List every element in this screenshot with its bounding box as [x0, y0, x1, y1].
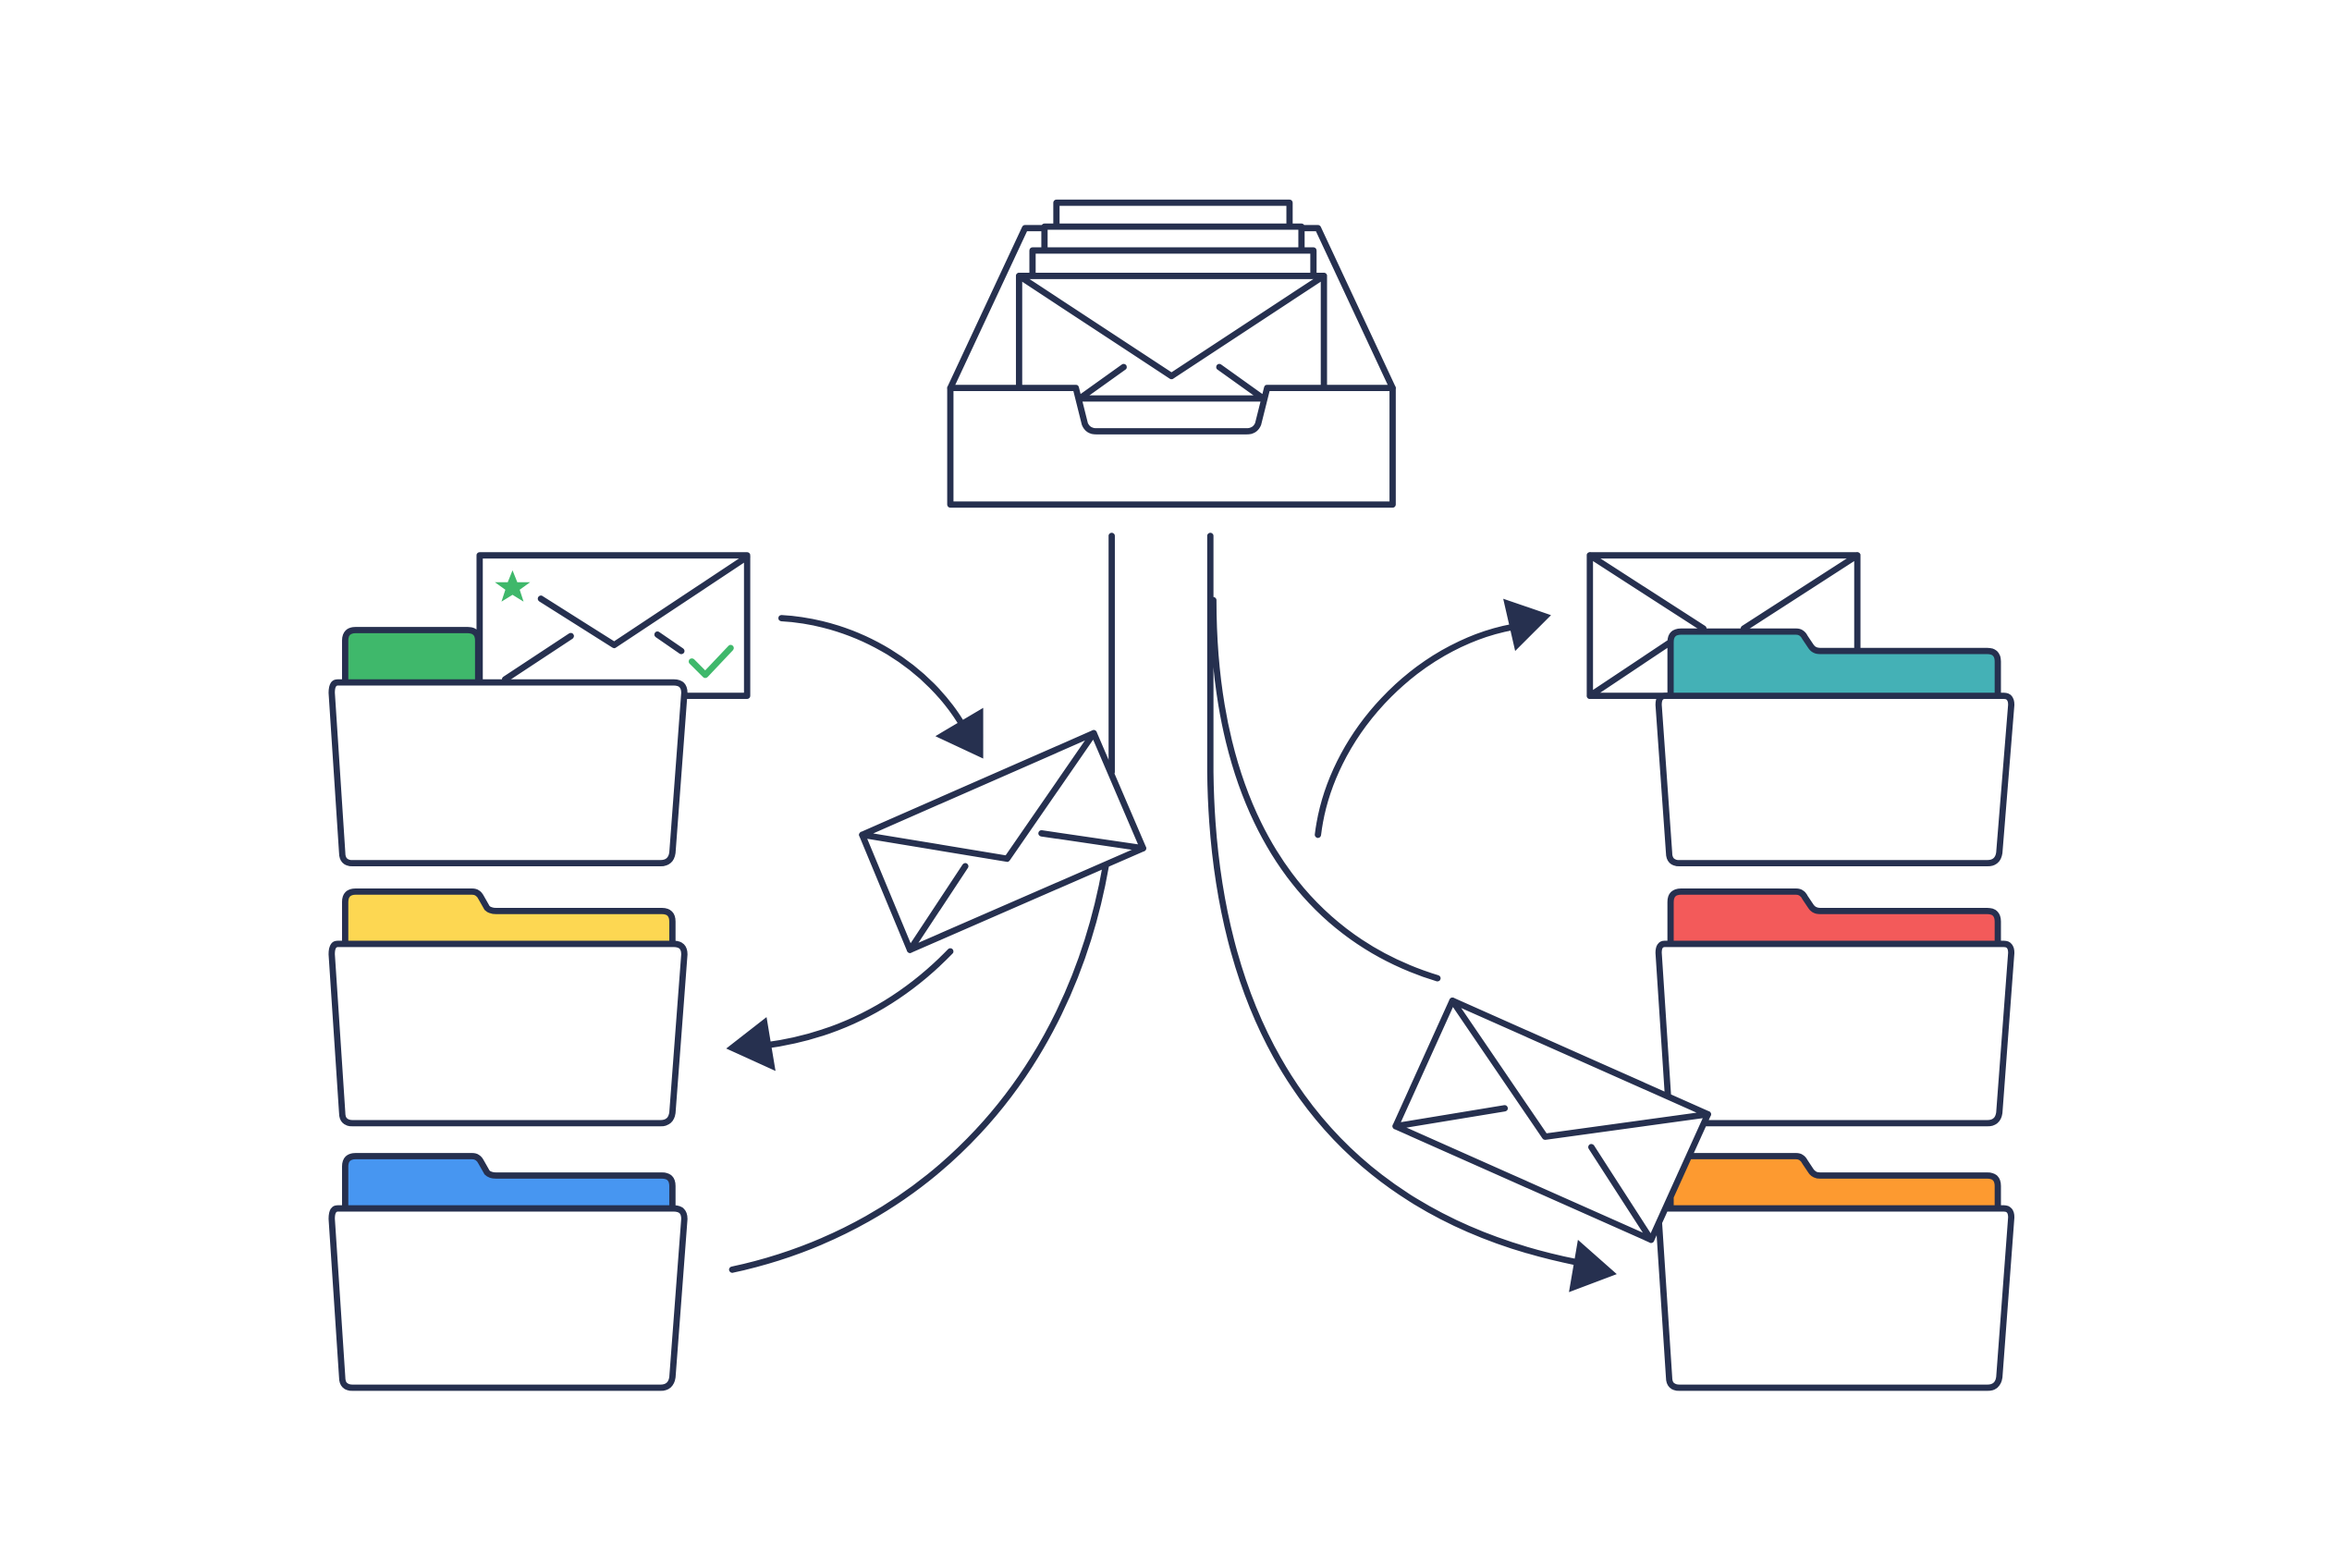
- flow-line: [1315, 623, 1516, 839]
- folder-icon-orange: [1655, 1153, 2015, 1391]
- folder-front: [328, 679, 688, 867]
- folder-icon-blue: [328, 1153, 688, 1391]
- flow-lines: [726, 533, 1617, 1292]
- folder-front: [328, 1205, 688, 1391]
- folder-front: [328, 940, 688, 1127]
- envelope-icon: [1392, 997, 1711, 1243]
- folder-icon-red: [1655, 888, 2015, 1127]
- tray-front: [947, 385, 1396, 508]
- folder-icon-green: [328, 552, 751, 867]
- tray-back-wall: [947, 225, 1048, 392]
- star-icon: [495, 570, 531, 602]
- folder-tab: [1667, 888, 2001, 960]
- arrow-head-icon: [726, 1017, 776, 1072]
- envelope-icon: [476, 552, 751, 700]
- flow-line: [762, 948, 954, 1049]
- folder-tab: [1667, 628, 2001, 710]
- tray-back-wall: [1298, 225, 1396, 392]
- folder-tab: [341, 888, 676, 960]
- flow-line: [1210, 596, 1441, 982]
- arrow-head-icon: [1569, 1239, 1617, 1292]
- flow-line: [777, 615, 967, 730]
- envelope-icon: [859, 729, 1146, 953]
- inbox-tray-icon: [947, 199, 1396, 508]
- arrow-head-icon: [1503, 598, 1551, 652]
- folder-front: [1655, 1205, 2015, 1391]
- folder-front: [1655, 692, 2015, 867]
- folder-icon-teal: [1586, 552, 2015, 867]
- flow-line: [728, 863, 1109, 1273]
- folder-tab: [341, 1153, 676, 1224]
- flow-line: [1206, 533, 1580, 1266]
- arrow-head-icon: [935, 707, 984, 759]
- envelope-icon: [1015, 273, 1328, 402]
- checkmark-icon: [688, 644, 734, 679]
- folder-icon-yellow: [328, 888, 688, 1127]
- folder-front: [1655, 940, 2015, 1127]
